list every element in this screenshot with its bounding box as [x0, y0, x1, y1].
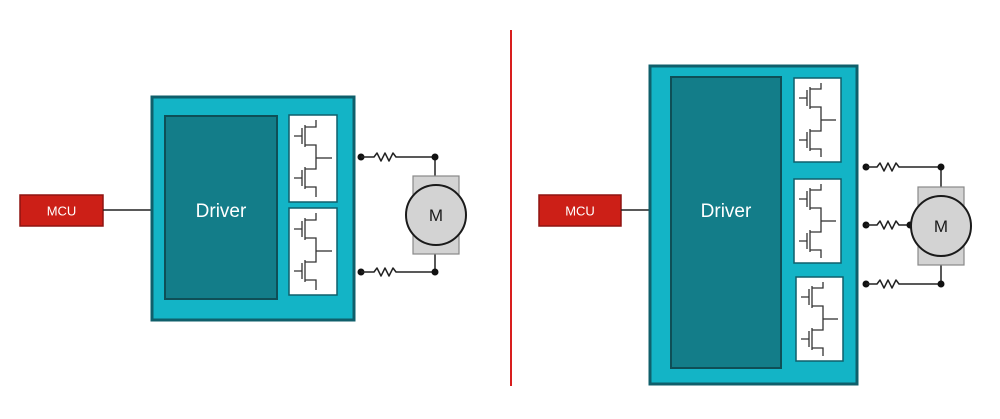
mosfet-icon	[294, 120, 317, 158]
mosfet-icon	[799, 83, 822, 120]
mosfet-icon	[799, 221, 822, 258]
output-wire-right-middle	[862, 220, 914, 230]
half-bridge-left-1	[288, 114, 338, 203]
motor-right: M	[910, 186, 972, 266]
mcu-block-right: MCU	[538, 194, 622, 227]
mosfet-icon	[799, 184, 822, 221]
left-panel: MCU Driver	[19, 95, 467, 322]
mosfet-icon	[801, 282, 824, 319]
mcu-block-left: MCU	[19, 194, 104, 227]
mosfet-icon	[799, 120, 822, 157]
output-wire-right-top	[862, 162, 945, 187]
half-bridge-right-1	[793, 77, 842, 163]
output-wire-right-bottom	[862, 265, 945, 289]
driver-label-left: Driver	[196, 201, 247, 222]
output-wire-left-bottom	[357, 254, 439, 277]
right-panel: MCU Driver	[538, 64, 972, 386]
driver-label-right: Driver	[701, 201, 752, 222]
motor-left: M	[405, 175, 467, 255]
motor-label-left: M	[429, 206, 443, 225]
driver-core-right	[670, 76, 782, 369]
motor-label-right: M	[934, 217, 948, 236]
mcu-label-left: MCU	[47, 204, 77, 219]
driver-core-left	[164, 115, 278, 300]
mosfet-icon	[294, 213, 317, 251]
half-bridge-right-3	[795, 276, 844, 362]
mcu-label-right: MCU	[565, 204, 595, 219]
mosfet-icon	[294, 158, 317, 197]
half-bridge-left-2	[288, 207, 338, 296]
mosfet-icon	[801, 319, 824, 356]
half-bridge-right-2	[793, 178, 842, 264]
output-wire-left-top	[357, 152, 439, 176]
mosfet-icon	[294, 251, 317, 290]
